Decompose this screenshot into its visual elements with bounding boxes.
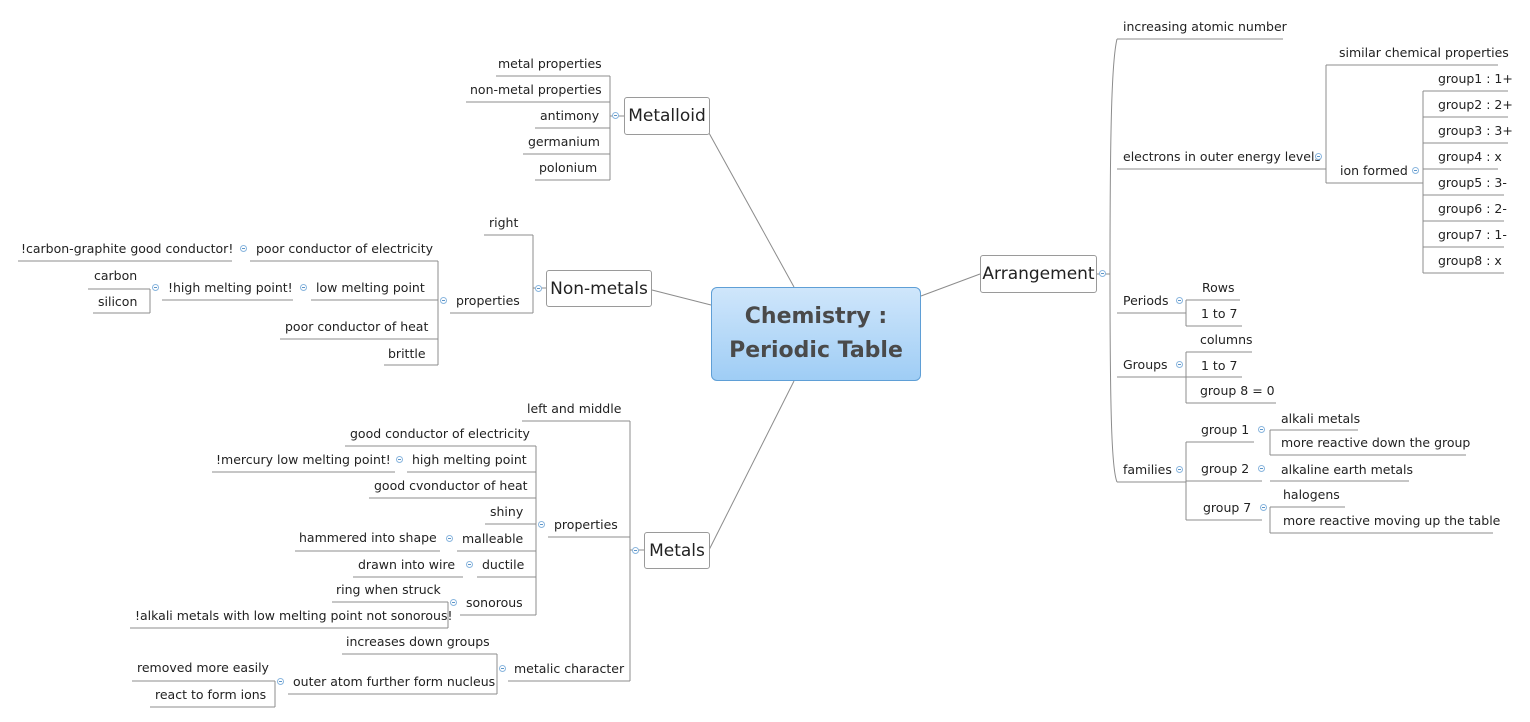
central-topic[interactable]: Chemistry : Periodic Table <box>711 287 921 381</box>
metals-detail[interactable]: removed more easily <box>137 660 269 675</box>
periods-detail[interactable]: 1 to 7 <box>1201 306 1238 321</box>
nonmetals-example[interactable]: carbon <box>94 268 138 283</box>
metals-property[interactable]: sonorous <box>466 595 523 610</box>
nonmetals-property[interactable]: poor conductor of heat <box>285 319 429 334</box>
metals-topic[interactable]: Metals <box>644 532 710 569</box>
nonmetals-location[interactable]: right <box>489 215 519 230</box>
metalloid-item[interactable]: antimony <box>540 108 600 123</box>
collapse-icon[interactable] <box>535 285 542 292</box>
collapse-icon[interactable] <box>632 547 639 554</box>
collapse-icon[interactable] <box>538 521 545 528</box>
arrangement-ion-formed[interactable]: ion formed <box>1340 163 1408 178</box>
collapse-icon[interactable] <box>1258 426 1265 433</box>
family-group[interactable]: group 2 <box>1201 461 1250 476</box>
collapse-icon[interactable] <box>1176 466 1183 473</box>
collapse-icon[interactable] <box>1260 504 1267 511</box>
metals-property[interactable]: good cvonductor of heat <box>374 478 528 493</box>
nonmetals-topic[interactable]: Non-metals <box>546 270 652 307</box>
metals-detail[interactable]: increases down groups <box>346 634 490 649</box>
metals-metalic-character[interactable]: metalic character <box>514 661 625 676</box>
metals-detail[interactable]: hammered into shape <box>299 530 437 545</box>
metals-location[interactable]: left and middle <box>527 401 622 416</box>
arrangement-groups[interactable]: Groups <box>1123 357 1168 372</box>
collapse-icon[interactable] <box>450 599 457 606</box>
family-group[interactable]: group 7 <box>1203 500 1252 515</box>
metalloid-topic[interactable]: Metalloid <box>624 97 710 135</box>
groups-detail[interactable]: 1 to 7 <box>1201 358 1238 373</box>
metals-property[interactable]: good conductor of electricity <box>350 426 530 441</box>
ion-group[interactable]: group3 : 3+ <box>1438 123 1513 138</box>
family-detail[interactable]: more reactive moving up the table <box>1283 513 1501 528</box>
arrangement-families[interactable]: families <box>1123 462 1172 477</box>
metals-property[interactable]: shiny <box>490 504 524 519</box>
central-title-line1: Chemistry : <box>744 304 888 329</box>
nonmetals-property[interactable]: poor conductor of electricity <box>256 241 434 256</box>
nonmetals-property[interactable]: low melting point <box>316 280 425 295</box>
metals-property[interactable]: malleable <box>462 531 524 546</box>
collapse-icon[interactable] <box>446 535 453 542</box>
collapse-icon[interactable] <box>1176 361 1183 368</box>
collapse-icon[interactable] <box>1258 465 1265 472</box>
nonmetals-note[interactable]: !high melting point! <box>168 280 293 295</box>
arrangement-detail[interactable]: similar chemical properties <box>1339 45 1509 60</box>
ion-group[interactable]: group8 : x <box>1438 253 1502 268</box>
ion-group[interactable]: group1 : 1+ <box>1438 71 1513 86</box>
metals-property[interactable]: ductile <box>482 557 525 572</box>
groups-detail[interactable]: group 8 = 0 <box>1200 383 1275 398</box>
ion-group[interactable]: group6 : 2- <box>1438 201 1507 216</box>
ion-group[interactable]: group5 : 3- <box>1438 175 1507 190</box>
arrangement-periods[interactable]: Periods <box>1123 293 1169 308</box>
collapse-icon[interactable] <box>1412 167 1419 174</box>
metals-detail[interactable]: outer atom further form nucleus <box>293 674 496 689</box>
collapse-icon[interactable] <box>1099 270 1106 277</box>
ion-group[interactable]: group2 : 2+ <box>1438 97 1513 112</box>
family-group[interactable]: group 1 <box>1201 422 1250 437</box>
collapse-icon[interactable] <box>499 665 506 672</box>
nonmetals-example[interactable]: silicon <box>98 294 138 309</box>
arrangement-item[interactable]: increasing atomic number <box>1123 19 1287 34</box>
collapse-icon[interactable] <box>152 284 159 291</box>
collapse-icon[interactable] <box>466 561 473 568</box>
metals-detail[interactable]: drawn into wire <box>358 557 456 572</box>
metalloid-item[interactable]: germanium <box>528 134 600 149</box>
nonmetals-properties[interactable]: properties <box>456 293 520 308</box>
nonmetals-property[interactable]: brittle <box>388 346 426 361</box>
metals-note[interactable]: !alkali metals with low melting point no… <box>135 608 453 623</box>
metalloid-item[interactable]: non-metal properties <box>470 82 602 97</box>
family-detail[interactable]: alkaline earth metals <box>1281 462 1414 477</box>
family-detail[interactable]: alkali metals <box>1281 411 1361 426</box>
central-title-line2: Periodic Table <box>729 338 903 363</box>
collapse-icon[interactable] <box>300 284 307 291</box>
metals-properties[interactable]: properties <box>554 517 618 532</box>
metals-detail[interactable]: ring when struck <box>336 582 441 597</box>
periods-detail[interactable]: Rows <box>1202 280 1235 295</box>
groups-detail[interactable]: columns <box>1200 332 1253 347</box>
nonmetals-note[interactable]: !carbon-graphite good conductor! <box>21 241 234 256</box>
collapse-icon[interactable] <box>1315 153 1322 160</box>
metalloid-item[interactable]: metal properties <box>498 56 602 71</box>
metals-detail[interactable]: react to form ions <box>155 687 267 702</box>
family-detail[interactable]: more reactive down the group <box>1281 435 1471 450</box>
metals-property[interactable]: high melting point <box>412 452 527 467</box>
collapse-icon[interactable] <box>440 297 447 304</box>
arrangement-item[interactable]: electrons in outer energy levels <box>1123 149 1321 164</box>
collapse-icon[interactable] <box>240 245 247 252</box>
collapse-icon[interactable] <box>1176 297 1183 304</box>
ion-group[interactable]: group7 : 1- <box>1438 227 1507 242</box>
ion-group[interactable]: group4 : x <box>1438 149 1502 164</box>
arrangement-topic[interactable]: Arrangement <box>980 255 1097 293</box>
collapse-icon[interactable] <box>612 112 619 119</box>
metals-note[interactable]: !mercury low melting point! <box>216 452 391 467</box>
collapse-icon[interactable] <box>396 456 403 463</box>
collapse-icon[interactable] <box>277 678 284 685</box>
family-detail[interactable]: halogens <box>1283 487 1340 502</box>
metalloid-item[interactable]: polonium <box>539 160 598 175</box>
